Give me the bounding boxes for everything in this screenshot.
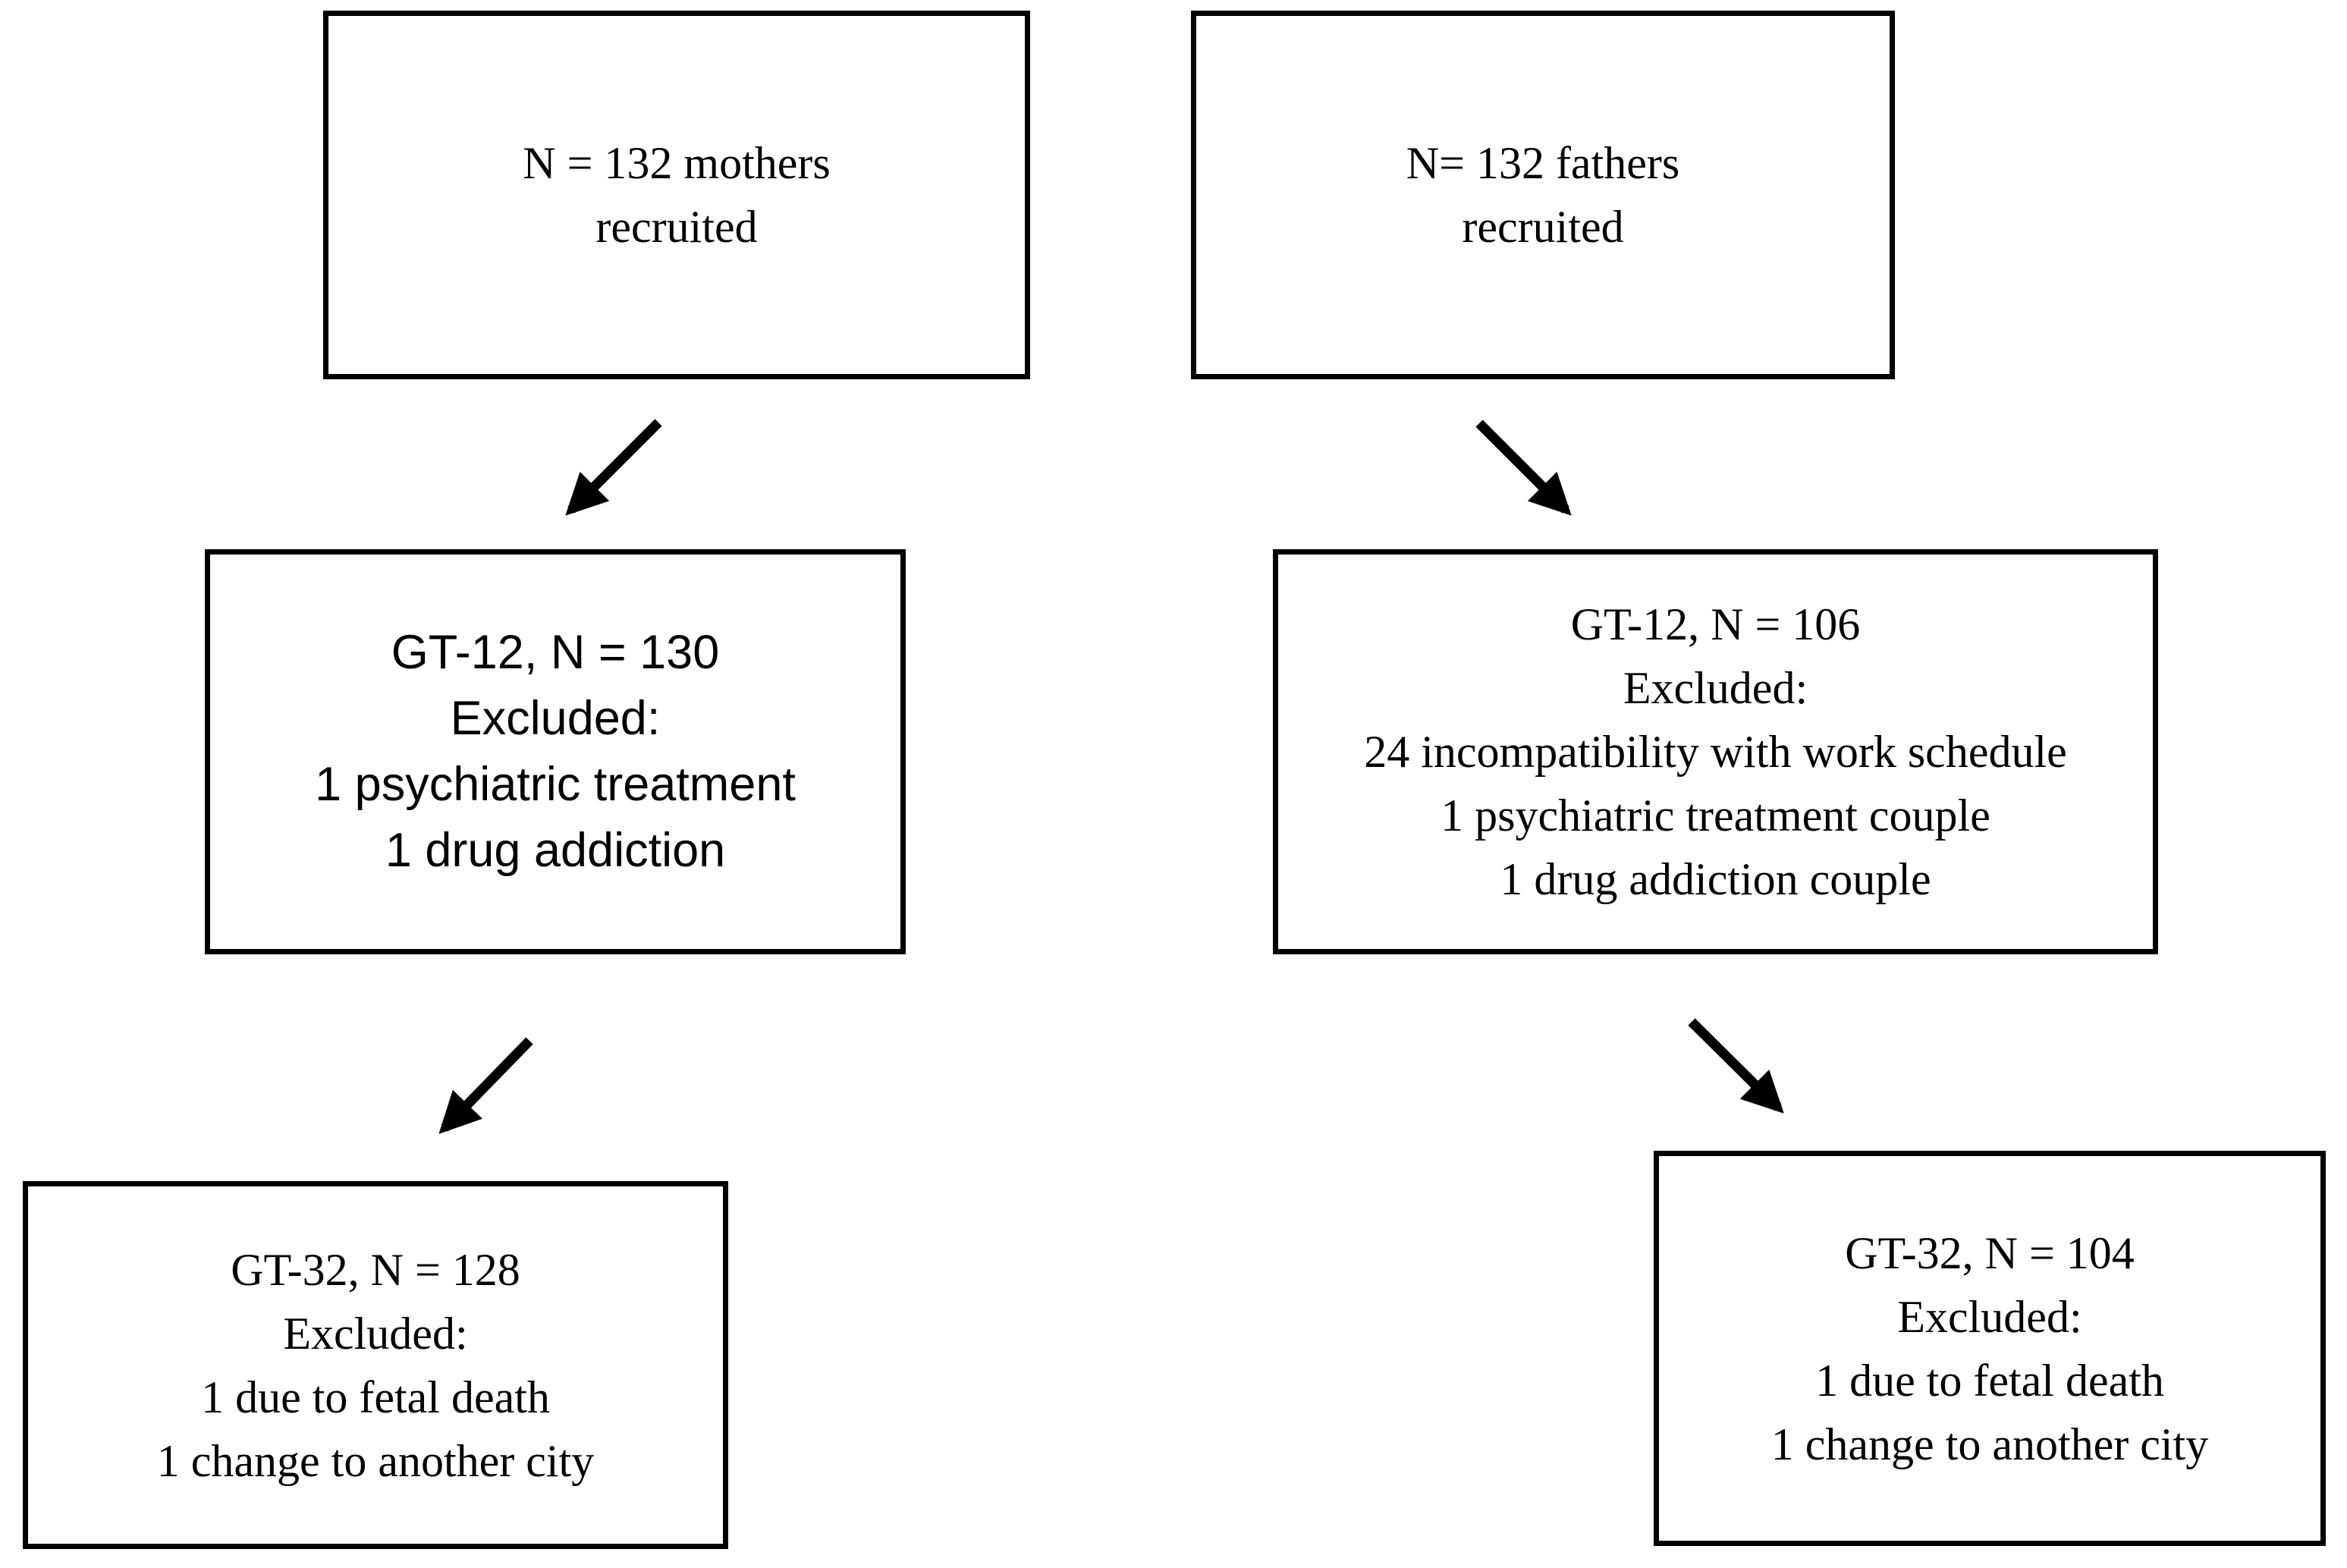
box-text-line: 1 psychiatric treatment couple — [1441, 790, 1990, 841]
arrow-down-left-icon — [565, 419, 662, 516]
box-text-line: GT-32, N = 128 — [231, 1244, 520, 1295]
box-text-line: recruited — [1462, 202, 1624, 252]
box-fathers-gt12: GT-12, N = 106 Excluded: 24 incompatibil… — [1273, 549, 2158, 954]
arrow-down-left-icon — [438, 1037, 533, 1134]
box-text-line: 1 change to another city — [1770, 1419, 2209, 1469]
box-text-line: N = 132 mothers — [523, 138, 831, 188]
box-text-line: N= 132 fathers — [1406, 138, 1680, 188]
box-text-line: 1 psychiatric treatment — [315, 758, 796, 811]
box-mothers-gt32: GT-32, N = 128 Excluded: 1 due to fetal … — [23, 1181, 728, 1549]
arrow-down-right-icon — [1688, 1018, 1784, 1114]
box-text-line: 1 change to another city — [156, 1435, 595, 1486]
box-text-line: GT-32, N = 104 — [1845, 1227, 2135, 1278]
box-text-line: recruited — [595, 202, 758, 252]
box-text-line: 1 drug addiction — [385, 824, 726, 877]
arrow-down-right-icon — [1475, 419, 1572, 516]
box-mothers-gt12: GT-12, N = 130 Excluded: 1 psychiatric t… — [205, 549, 906, 954]
box-text-line: Excluded: — [283, 1308, 468, 1359]
box-text-line: 1 drug addiction couple — [1500, 854, 1931, 904]
box-fathers-recruited: N= 132 fathers recruited — [1191, 11, 1895, 379]
box-text-line: 1 due to fetal death — [201, 1372, 550, 1422]
box-text-line: 1 due to fetal death — [1815, 1355, 2164, 1406]
box-mothers-recruited: N = 132 mothers recruited — [323, 11, 1030, 379]
box-text-line: Excluded: — [1623, 663, 1808, 713]
box-text-line: GT-12, N = 106 — [1570, 599, 1861, 649]
box-text-line: 24 incompatibility with work schedule — [1364, 727, 2067, 777]
box-text-line: Excluded: — [450, 692, 661, 745]
box-text-line: GT-12, N = 130 — [391, 626, 720, 679]
box-text-line: Excluded: — [1897, 1291, 2082, 1342]
box-fathers-gt32: GT-32, N = 104 Excluded: 1 due to fetal … — [1654, 1151, 2326, 1546]
